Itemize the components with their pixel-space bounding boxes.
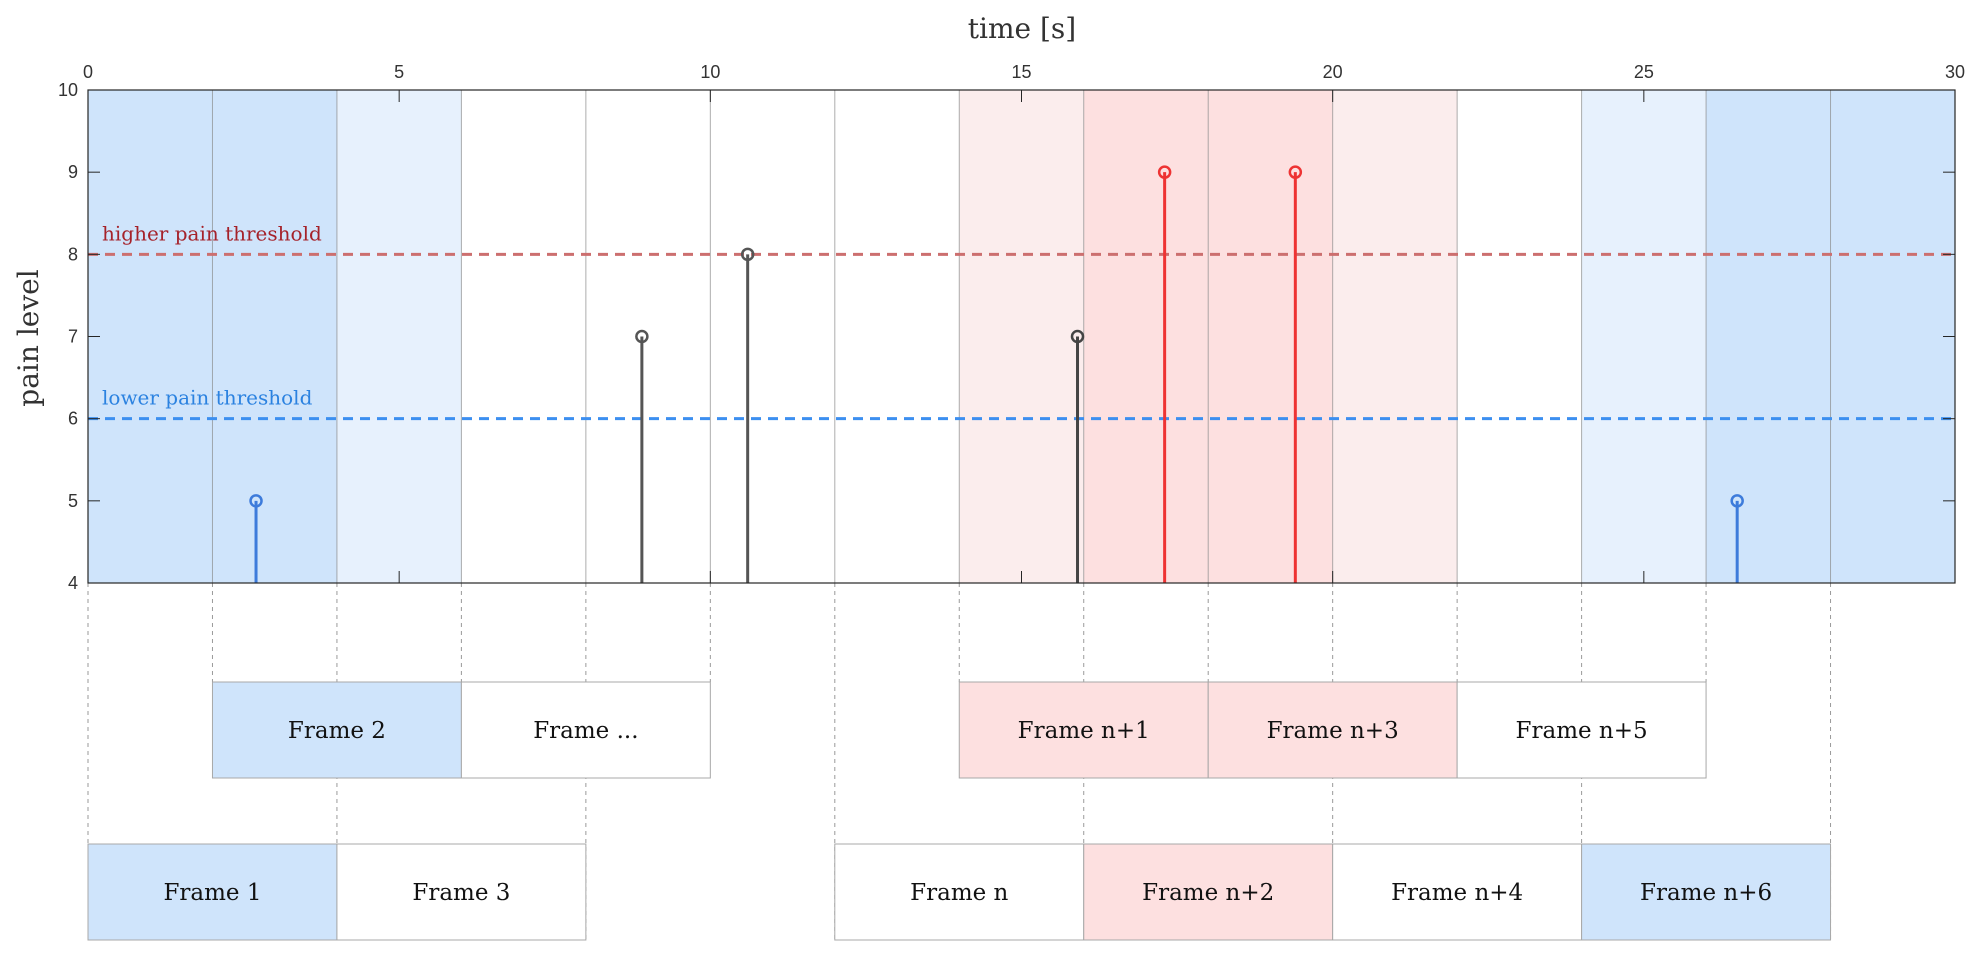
stem-marker-4	[1157, 165, 1172, 179]
x-tick-label-2: 10	[700, 62, 720, 82]
frame-bottom-row-box-2	[834, 843, 1085, 941]
frame-bottom-row-label-5: Frame n+6	[1640, 880, 1772, 906]
stem-markers	[249, 165, 1744, 583]
x-tick-label-4: 20	[1323, 62, 1343, 82]
frame-bottom-row-label-2: Frame n	[910, 880, 1008, 906]
x-axis-title: time [s]	[968, 12, 1076, 45]
frame-boundary-lines	[211, 90, 1832, 583]
y-tick-label-6: 10	[58, 80, 78, 100]
frame-top-row-label-2: Frame n+1	[1018, 718, 1150, 744]
frame-bottom-row-label-3: Frame n+2	[1142, 880, 1274, 906]
x-tick-label-5: 25	[1634, 62, 1654, 82]
x-tick-label-6: 30	[1945, 62, 1965, 82]
y-tick-label-0: 4	[68, 573, 78, 593]
y-tick-label-3: 7	[68, 327, 78, 347]
frame-top-row-box-2	[958, 681, 1209, 779]
frame-bottom-row-label-0: Frame 1	[163, 880, 261, 906]
y-tick-label-2: 6	[68, 409, 78, 429]
y-tick-label-1: 5	[68, 491, 78, 511]
frame-bottom-row-box-0	[87, 843, 338, 941]
frame-top-row-box-1	[460, 681, 711, 779]
frame-bottom-row-label-1: Frame 3	[412, 880, 510, 906]
y-tick-label-5: 9	[68, 162, 78, 182]
frame-top-row-box-4	[1456, 681, 1707, 779]
frame-top-row-label-3: Frame n+3	[1267, 718, 1399, 744]
threshold-lines: higher pain threshold lower pain threshol…	[88, 221, 1955, 421]
shaded-band-1	[336, 90, 462, 583]
frame-bottom-row-label-4: Frame n+4	[1391, 880, 1523, 906]
shaded-band-2	[959, 90, 1084, 583]
stem-marker-0	[249, 494, 263, 508]
threshold-label-1: lower pain threshold	[102, 386, 313, 410]
frame-top-row-label-1: Frame ...	[533, 718, 638, 744]
frame-top-row-box-3	[1207, 681, 1458, 779]
stem-marker-5	[1288, 165, 1303, 179]
shaded-bands	[88, 90, 1955, 583]
frame-bottom-row-box-5	[1581, 843, 1832, 941]
stem-marker-1	[635, 329, 649, 344]
threshold-label-0: higher pain threshold	[102, 221, 322, 245]
frame-top-row-label-0: Frame 2	[288, 718, 386, 744]
frame-bottom-row-box-1	[336, 843, 587, 941]
stem-marker-3	[1070, 329, 1085, 344]
x-tick-label-3: 15	[1011, 62, 1031, 82]
stem-marker-6	[1730, 494, 1744, 508]
y-tick-label-4: 8	[68, 244, 78, 264]
x-tick-label-1: 5	[394, 62, 404, 82]
frame-bottom-row-box-3	[1083, 843, 1334, 941]
y-axis-title: pain level	[12, 269, 45, 406]
axes: 0 5 10 15 20 25 30 4 5 6 7 8 9 10	[58, 62, 1965, 593]
x-tick-label-0: 0	[83, 62, 93, 82]
stem-marker-2	[740, 247, 755, 262]
shaded-band-4	[1332, 90, 1458, 583]
shaded-band-5	[1581, 90, 1707, 583]
frame-bottom-row-box-4	[1332, 843, 1583, 941]
frame-top-row-label-4: Frame n+5	[1516, 718, 1648, 744]
frame-top-row-box-0	[211, 681, 462, 779]
